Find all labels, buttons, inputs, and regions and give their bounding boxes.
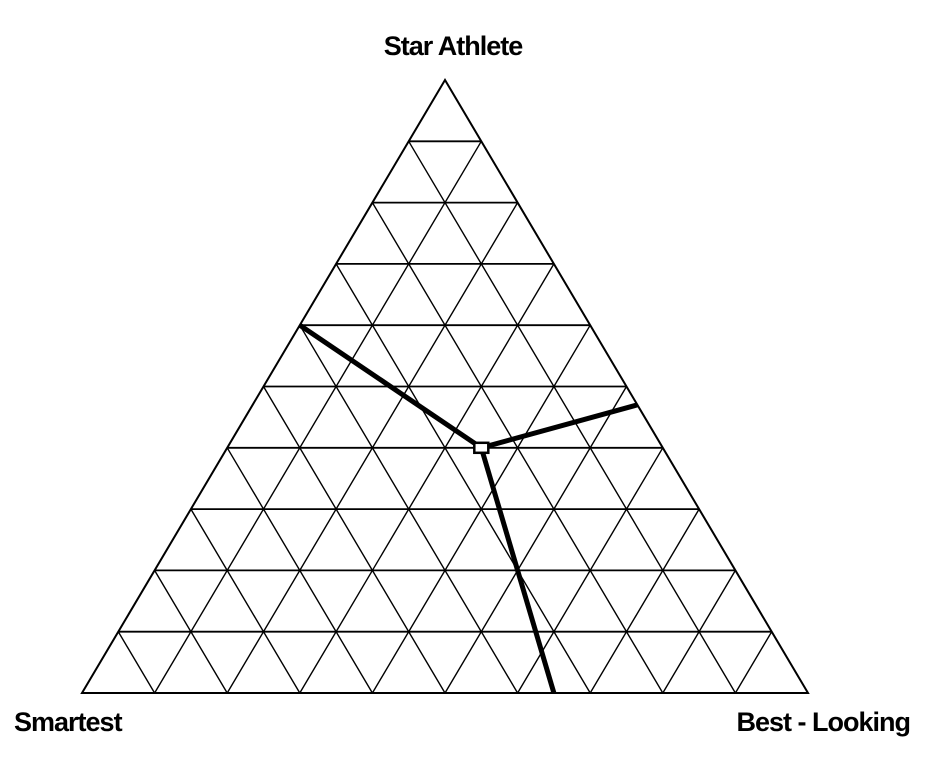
vertex-label-best-looking: Best - Looking	[737, 707, 911, 737]
grid-line-smartest	[335, 263, 591, 694]
triangle-grid	[117, 140, 773, 694]
vertex-label-smartest: Smartest	[14, 707, 123, 737]
grid-line-best-looking	[589, 508, 700, 694]
grid-line-best-looking	[444, 386, 628, 694]
grid-line-best-looking	[662, 570, 737, 694]
grid-line-best-looking	[299, 263, 555, 694]
grid-line-best-looking	[734, 631, 773, 694]
region-boundary-line-2	[480, 402, 639, 451]
region-boundaries	[298, 323, 639, 694]
region-boundary-line-3	[478, 447, 557, 694]
grid-line-smartest	[226, 447, 374, 694]
triangle-outline	[80, 78, 810, 694]
vertex-label-star-athlete: Star Athlete	[384, 31, 524, 61]
region-boundary-line-1	[298, 323, 483, 450]
grid-line-best-looking	[153, 140, 482, 694]
grid-line-smartest	[408, 140, 737, 694]
grid-line-smartest	[190, 508, 301, 694]
grid-line-smartest	[262, 386, 446, 694]
grid-line-smartest	[153, 570, 228, 694]
grid-line-smartest	[117, 631, 156, 694]
data-point-marker	[473, 441, 490, 455]
